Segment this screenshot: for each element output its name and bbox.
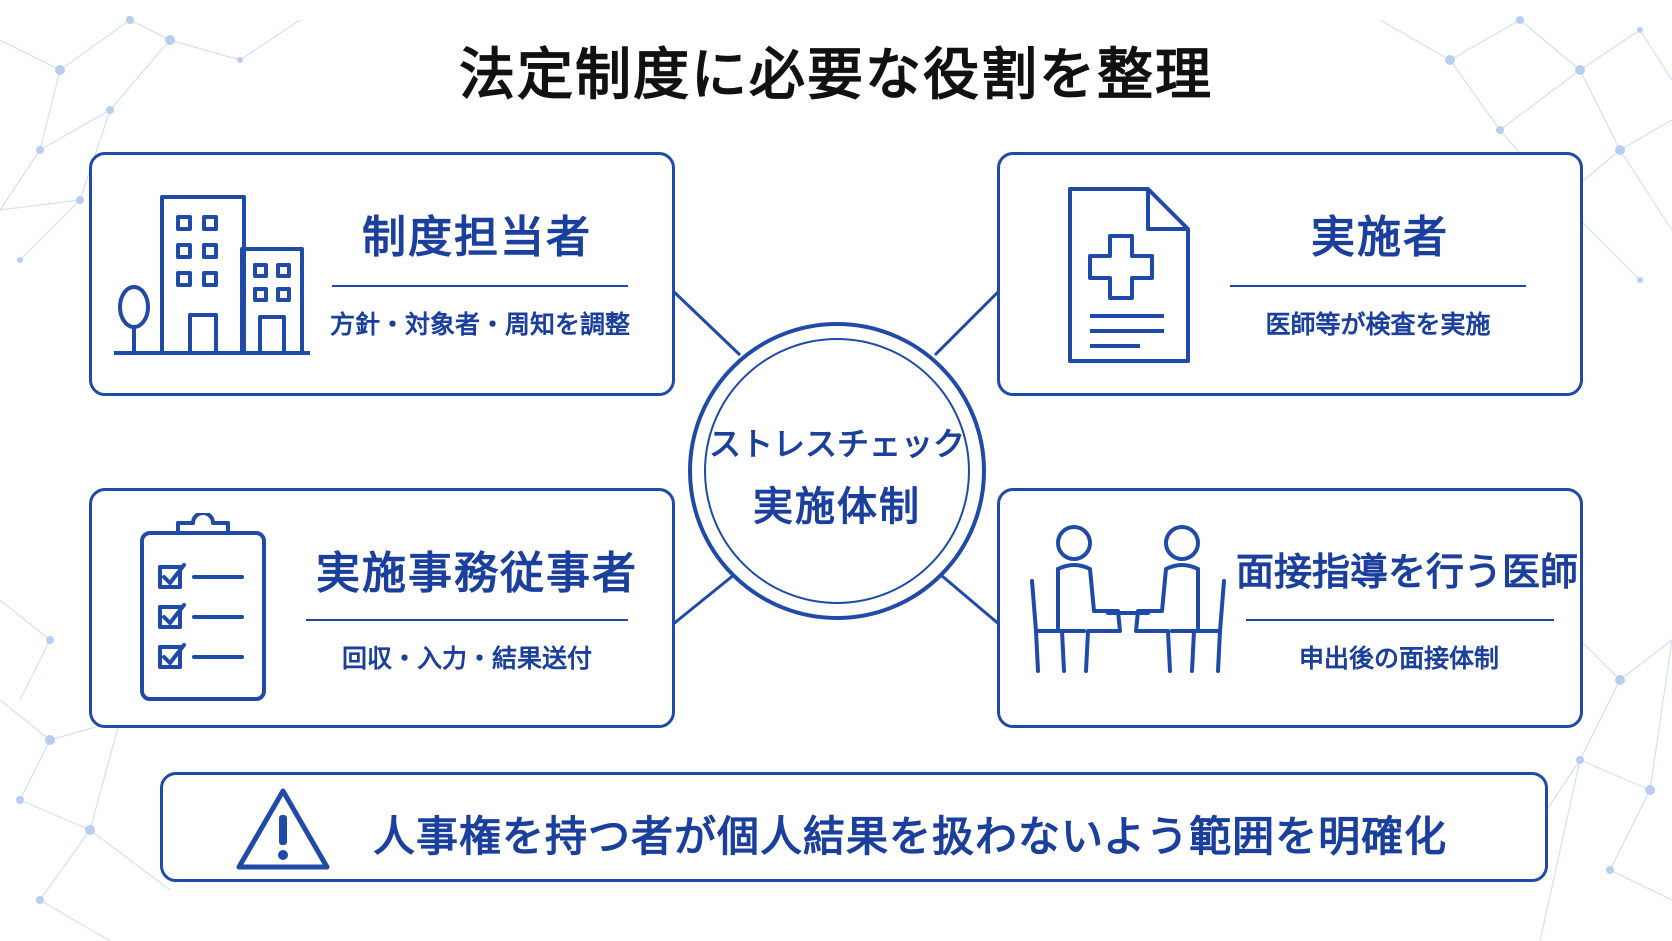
building-icon (114, 195, 310, 355)
role-desc-admin: 方針・対象者・周知を調整 (329, 310, 630, 339)
center-hub: ストレスチェック 実施体制 (688, 322, 986, 620)
divider (332, 285, 628, 287)
role-name-admin: 制度担当者 (362, 212, 592, 263)
role-card-implementer: 実施者 医師等が検査を実施 (997, 152, 1583, 396)
center-title-line1: ストレスチェック (708, 425, 965, 463)
warning-banner: 人事権を持つ者が個人結果を扱わないよう範囲を明確化 (160, 772, 1548, 882)
role-card-interview-doctor: 面接指導を行う医師 申出後の面接体制 (997, 488, 1583, 728)
page-title: 法定制度に必要な役割を整理 (459, 43, 1213, 108)
center-inner-ring (704, 338, 970, 604)
divider (1230, 285, 1526, 287)
interview-icon (1030, 525, 1226, 673)
role-name-implementer: 実施者 (1311, 212, 1449, 263)
role-name-clerk: 実施事務従事者 (316, 548, 638, 599)
role-desc-interview-doctor: 申出後の面接体制 (1298, 644, 1499, 673)
role-card-admin: 制度担当者 方針・対象者・周知を調整 (89, 152, 675, 396)
medical-document-icon (1068, 187, 1190, 363)
role-desc-implementer: 医師等が検査を実施 (1265, 310, 1491, 339)
role-desc-clerk: 回収・入力・結果送付 (341, 644, 592, 673)
divider (1246, 619, 1554, 621)
role-card-clerk: 実施事務従事者 回収・入力・結果送付 (89, 488, 675, 728)
divider (306, 619, 628, 621)
warning-text: 人事権を持つ者が個人結果を扱わないよう範囲を明確化 (373, 812, 1448, 861)
warning-icon (236, 788, 330, 870)
role-name-interview-doctor: 面接指導を行う医師 (1236, 550, 1579, 594)
clipboard-checklist-icon (140, 513, 266, 701)
center-title-line2: 実施体制 (753, 484, 921, 530)
